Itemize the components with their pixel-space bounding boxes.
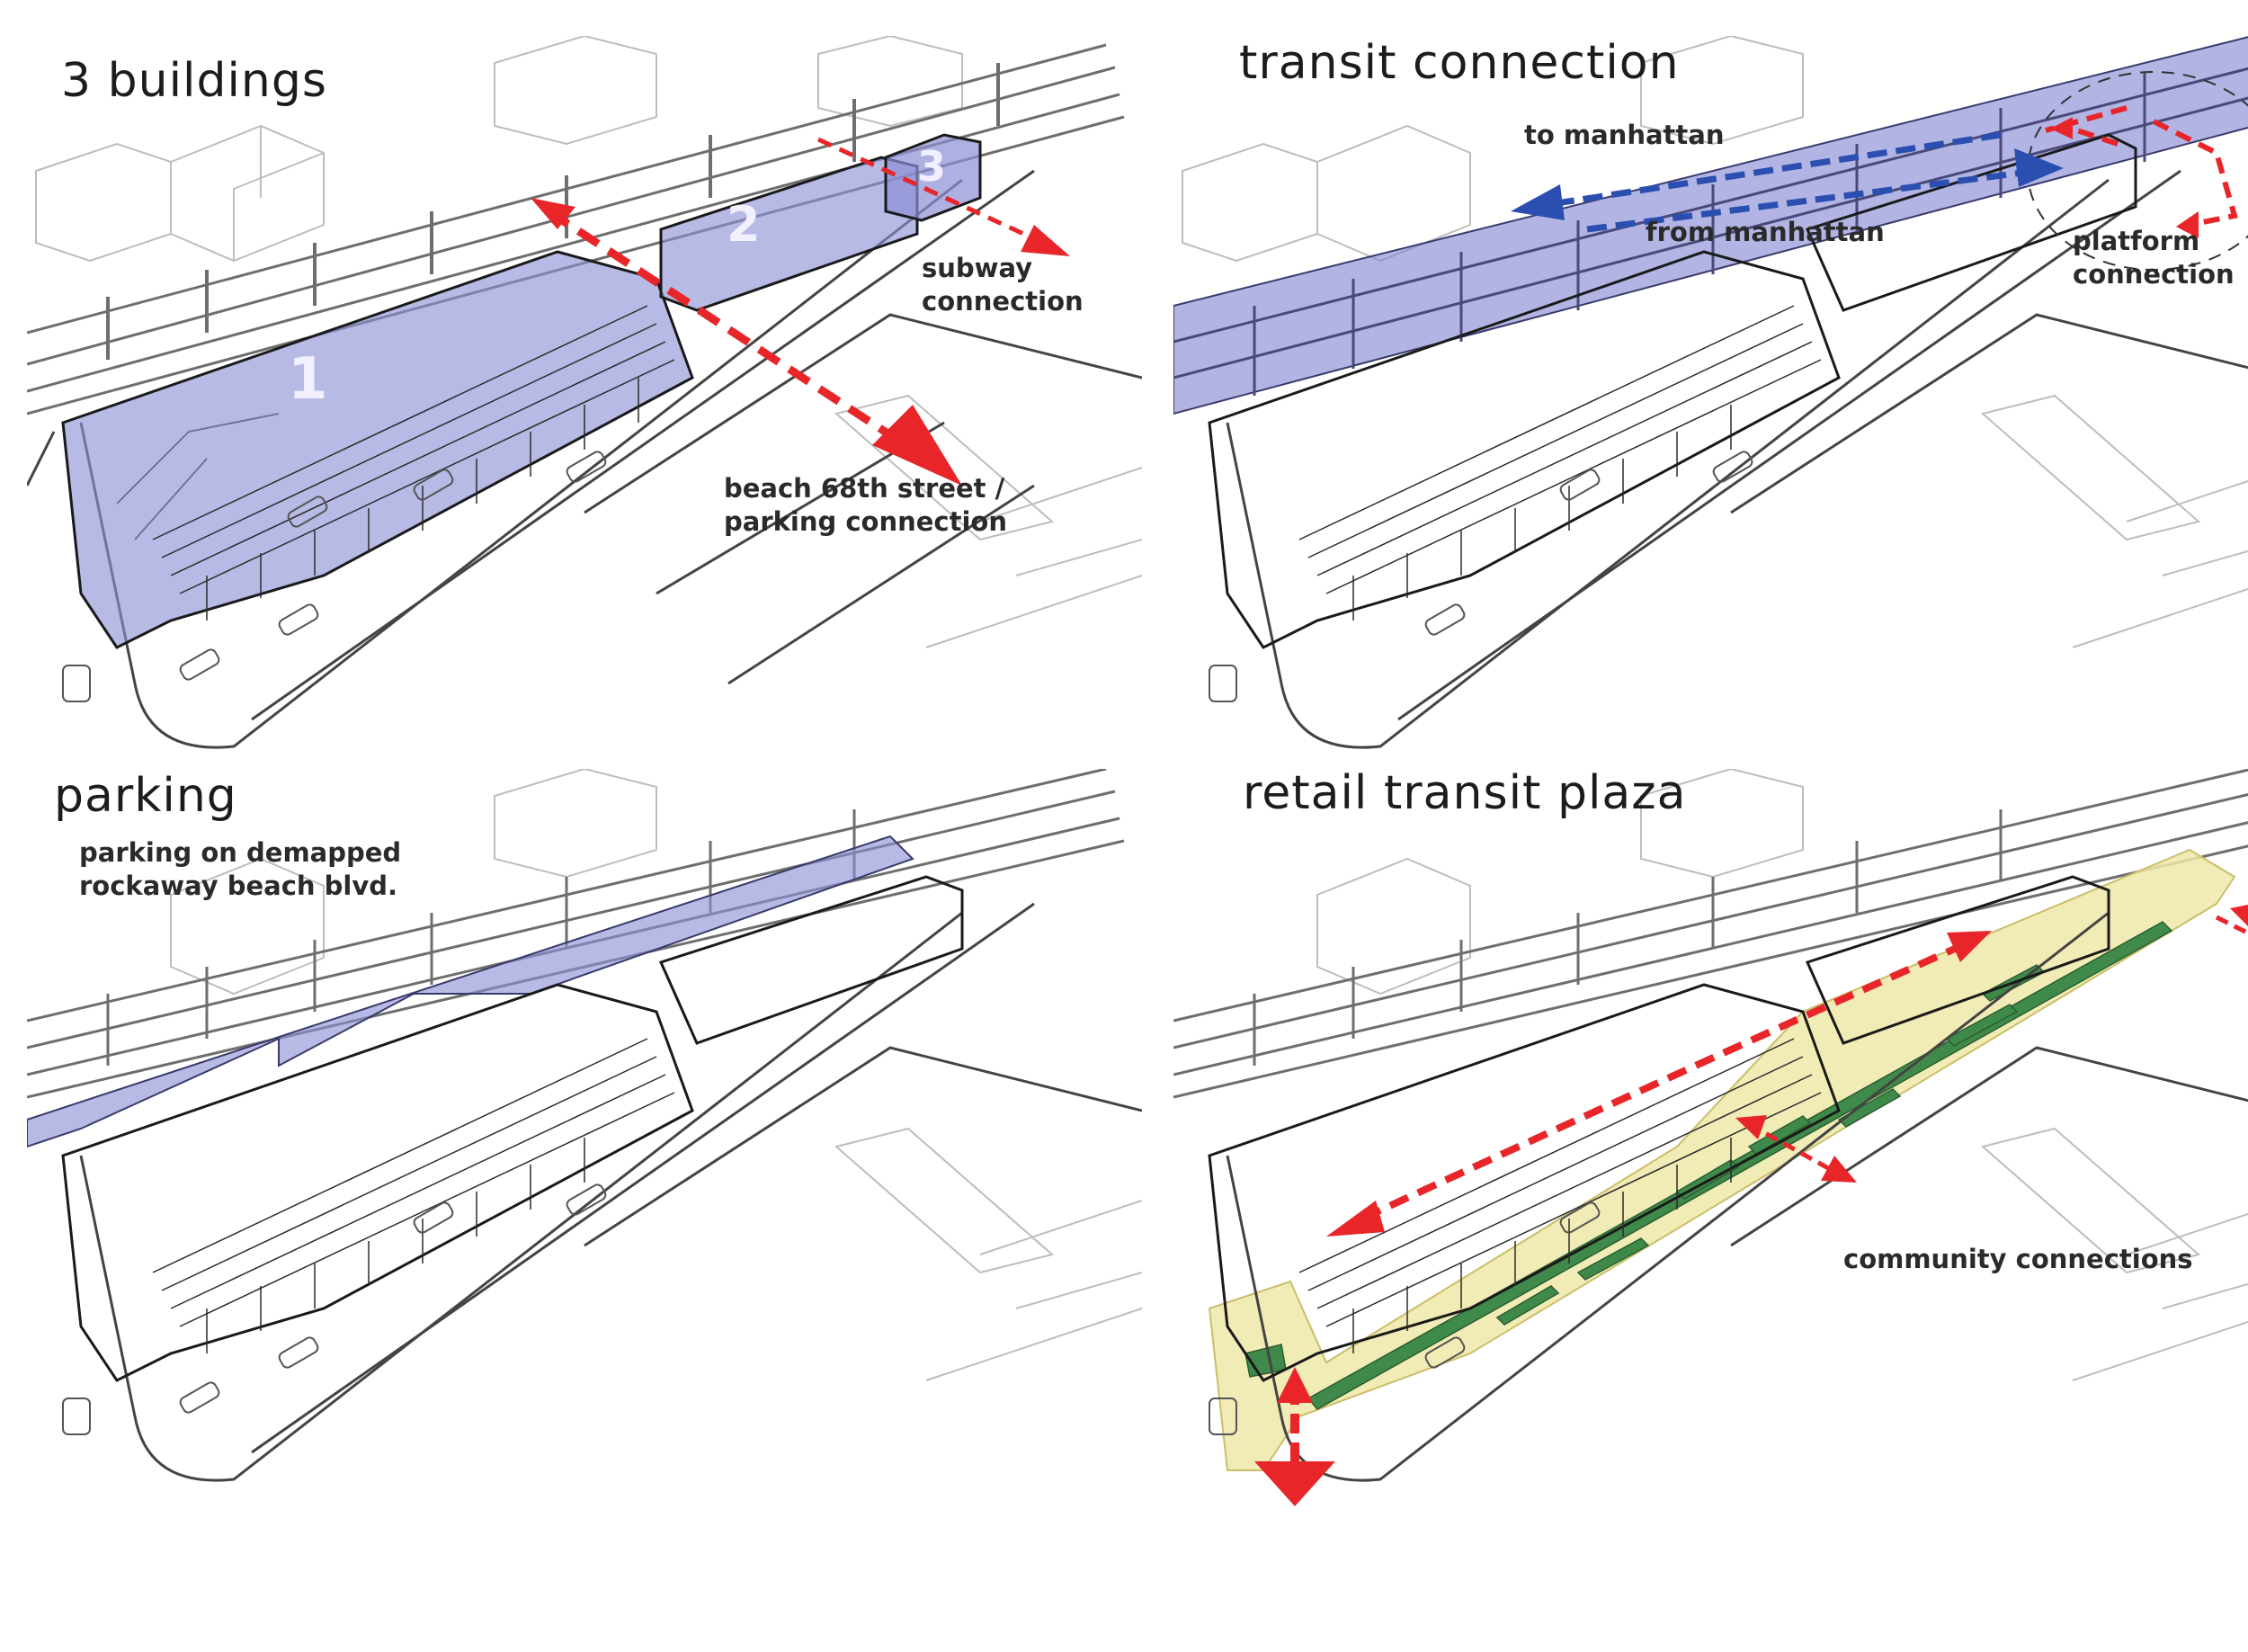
building-1-highlight <box>61 250 694 649</box>
canopy-hatching <box>152 305 675 621</box>
panel-title: transit connection <box>1239 36 1680 90</box>
canopy-hatching <box>1298 305 1822 621</box>
building-3-highlight <box>884 133 982 222</box>
connection-arrows <box>531 137 1070 486</box>
community-connections-label: community connections <box>1843 1244 2193 1274</box>
parked-cars <box>1209 1201 1601 1435</box>
context-buildings <box>1316 769 2248 1381</box>
station-building-outline <box>1208 983 1841 1382</box>
station-building-outline <box>1208 250 1841 649</box>
building-number-1: 1 <box>288 346 328 413</box>
subway-connection-label: subway connection <box>922 253 1084 317</box>
building-number-2: 2 <box>727 196 761 253</box>
parked-cars <box>62 451 607 702</box>
panel-3-buildings: 3 buildings 1 2 3 subway connection beac… <box>27 36 1142 773</box>
station-building-outline <box>61 983 694 1382</box>
panel-title: retail transit plaza <box>1243 769 1687 820</box>
from-manhattan-label: from manhattan <box>1646 217 1885 247</box>
parking-label: parking on demapped rockaway beach blvd. <box>79 837 402 901</box>
canopy-hatching <box>1298 1038 1822 1353</box>
panel-title: parking <box>54 769 237 823</box>
streets <box>79 902 1142 1482</box>
axonometric-drawing <box>1173 36 2248 749</box>
panel-parking: parking parking on demapped rockaway bea… <box>27 769 1142 1506</box>
elevated-rail-highlight <box>1173 36 2248 415</box>
parked-cars <box>62 1183 607 1435</box>
context-buildings <box>170 769 1142 1381</box>
parked-cars <box>1209 451 1753 702</box>
streets <box>1226 169 2248 749</box>
beach-68th-connection-label: beach 68th street / parking connection <box>724 473 1007 537</box>
platform-connection-arrows <box>2045 105 2238 228</box>
panel-title: 3 buildings <box>61 54 327 108</box>
elevated-rail <box>1173 769 2248 1099</box>
building-2-highlight <box>659 156 919 312</box>
to-manhattan-label: to manhattan <box>1524 120 1725 150</box>
axonometric-drawing <box>27 769 1142 1482</box>
axonometric-drawing <box>27 36 1142 749</box>
axonometric-drawing <box>1173 769 2248 1506</box>
platform-connection-label: platform connection <box>2073 226 2235 290</box>
panel-retail-transit-plaza: retail transit plaza community connectio… <box>1173 769 2248 1506</box>
parking-strip-highlight <box>27 835 914 1148</box>
building-number-3: 3 <box>917 142 947 191</box>
context-buildings <box>1182 36 2248 648</box>
elevated-rail <box>27 769 1125 1099</box>
transit-direction-arrows <box>1511 131 2064 233</box>
panel-transit-connection: transit connection to manhattan from man… <box>1173 36 2248 773</box>
plaza-circulation-arrows <box>1254 905 2248 1506</box>
context-buildings <box>35 36 1142 648</box>
canopy-hatching <box>152 1038 675 1353</box>
